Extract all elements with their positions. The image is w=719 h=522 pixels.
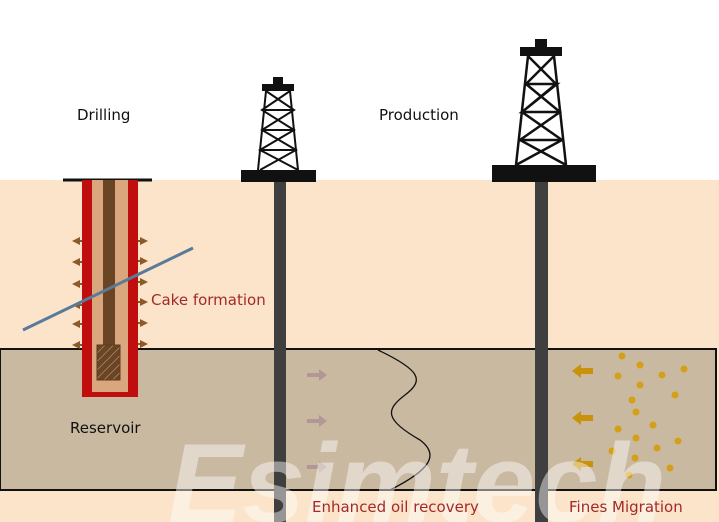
cake-formation-label: Cake formation <box>151 291 266 309</box>
front-curve <box>377 349 431 491</box>
watermark: Esimtech <box>168 421 666 522</box>
derrick-large <box>492 39 596 522</box>
fines-particles <box>608 352 688 479</box>
fracture-line <box>22 246 194 332</box>
drill-bit <box>96 344 121 381</box>
fines-arrows <box>572 364 593 471</box>
eor-arrows <box>307 369 327 473</box>
drilling-well <box>22 178 194 397</box>
eor-label: Enhanced oil recovery <box>312 498 479 516</box>
well-pipe <box>274 182 286 522</box>
production-label: Production <box>379 106 459 124</box>
sky <box>0 0 719 180</box>
drilling-label: Drilling <box>77 106 130 124</box>
reservoir-label: Reservoir <box>70 419 141 437</box>
production-pipe <box>535 182 548 522</box>
derrick-small <box>241 77 316 522</box>
fines-migration-label: Fines Migration <box>569 498 683 516</box>
cake-arrows <box>72 237 148 349</box>
